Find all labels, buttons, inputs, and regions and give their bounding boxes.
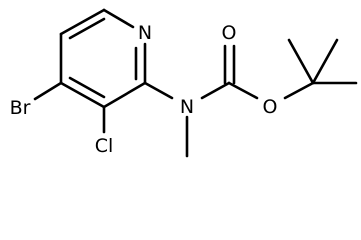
atom-bromine: Br [10,97,31,119]
ring-bond-c6-n1 [102,8,135,29]
bond-c4-br [33,81,63,101]
atom-labels: N N O O Br Cl [10,22,278,157]
atom-ester-oxygen: O [263,96,278,118]
ring-bond-c5-c6 [59,8,106,36]
atom-chlorine: Cl [95,135,114,157]
pyridine-ring [59,8,147,109]
bond-c-o-ester [227,81,259,100]
ring-bond-c5-c6-double [68,17,106,40]
bond-tbu-methyl-up-right [311,38,339,85]
ring-bond-c2-c3 [102,81,147,109]
ring-bond-c3-c4-double [68,76,106,99]
ring-bond-c3-c4 [59,81,106,109]
atom-amine-nitrogen: N [180,96,194,118]
atom-ring-nitrogen: N [138,22,152,44]
bond-n-carbonyl-c [200,81,231,100]
bond-o-tbu-c [283,81,315,100]
atom-carbonyl-oxygen: O [222,22,237,44]
molecule-structure-drawing: N N O O Br Cl [10,8,358,158]
bond-tbu-methyl-up-left [287,38,315,85]
substituent-bonds [33,38,358,158]
bond-c2-n [143,81,174,100]
